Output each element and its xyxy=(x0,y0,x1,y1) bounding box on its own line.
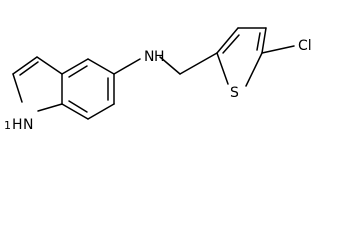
amine-hydrogen-label: H xyxy=(154,49,165,65)
bond-c2-c3 xyxy=(12,56,38,75)
chlorine-label: Cl xyxy=(298,38,312,54)
indole-locant-label: 1 xyxy=(4,119,11,132)
bond-ch2-thiophene xyxy=(179,52,218,75)
benzene-ring xyxy=(61,58,115,120)
thiophene-ring xyxy=(216,27,295,87)
bond-c3-c3a xyxy=(36,56,63,75)
bond-c7-c7a xyxy=(61,103,89,120)
bond-c6-c7 xyxy=(87,103,115,120)
bond-c2-c3 xyxy=(216,27,239,54)
bond-c2-c3-inner xyxy=(19,61,39,76)
bond-s-c5 xyxy=(245,52,263,87)
bond-c5-nh xyxy=(113,58,141,75)
bond-n1-c2 xyxy=(12,73,23,103)
sulfur-label: S xyxy=(230,85,239,101)
bond-c3a-c4-inner xyxy=(68,65,88,78)
chemical-structure-diagram: N H H N 1 S Cl xyxy=(4,27,312,133)
bond-c3a-c4 xyxy=(61,58,89,75)
bond-c2-c3-inner xyxy=(222,34,240,54)
bond-c7-c7a-inner xyxy=(68,100,88,113)
bond-c4-c5-inner xyxy=(256,32,261,51)
indole-hydrogen-label: H xyxy=(12,117,23,133)
bond-c4-c5 xyxy=(261,27,267,54)
amine-nitrogen-label: N xyxy=(144,49,154,65)
bond-c4-c5 xyxy=(87,58,115,75)
bond-c5-cl xyxy=(261,45,295,54)
bond-nh-ch2 xyxy=(159,56,181,75)
bond-c2-s xyxy=(216,52,229,85)
pyrrole-ring xyxy=(12,56,63,112)
amine-linker xyxy=(113,52,218,75)
indole-nitrogen-label: N xyxy=(23,117,33,133)
bond-n1-c7a xyxy=(37,103,63,112)
